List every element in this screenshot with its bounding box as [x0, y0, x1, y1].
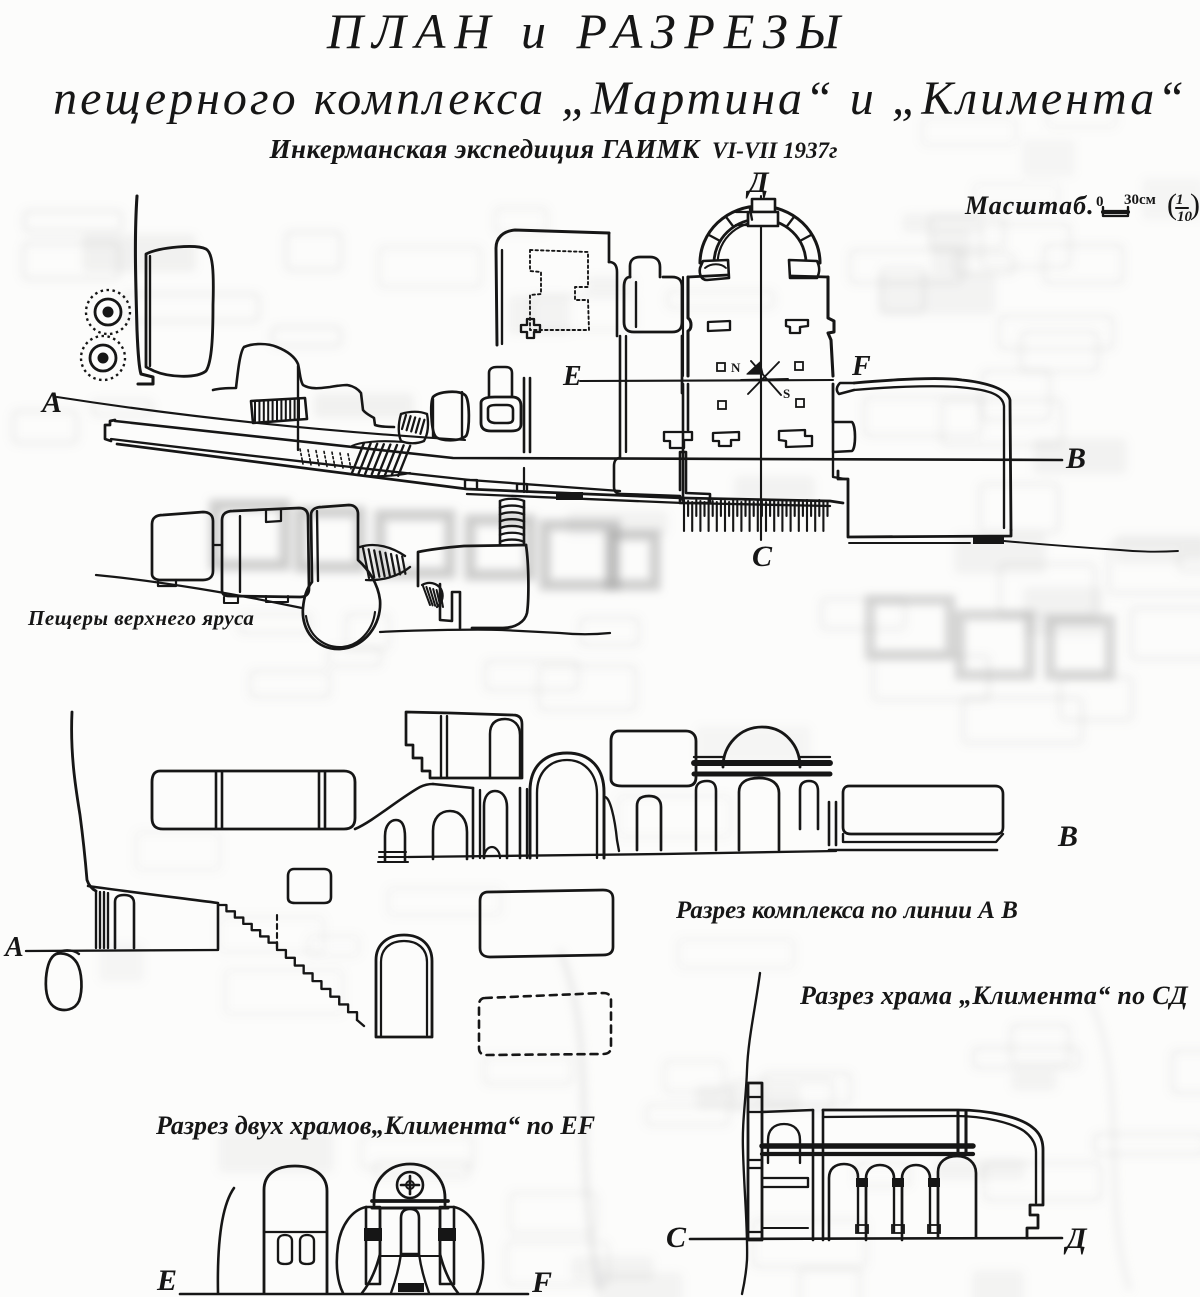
svg-text:В: В [1057, 820, 1078, 853]
svg-text:Разрез двух храмов„Климента“ п: Разрез двух храмов„Климента“ по ЕF [155, 1111, 595, 1140]
svg-text:Разрез комплекса по линии А В: Разрез комплекса по линии А В [675, 897, 1018, 924]
svg-text:): ) [1190, 188, 1200, 221]
svg-text:пещерного комплекса „Мартина“: пещерного комплекса „Мартина“ и „Климент… [53, 72, 1187, 125]
svg-text:Инкерманская экспедиция ГАИМК: Инкерманская экспедиция ГАИМК [268, 134, 701, 164]
svg-text:N: N [731, 360, 741, 375]
svg-text:А: А [3, 932, 24, 963]
svg-text:0: 0 [1096, 194, 1104, 210]
svg-text:F: F [531, 1266, 552, 1297]
svg-text:10: 10 [1177, 209, 1193, 225]
svg-text:Е: Е [156, 1264, 177, 1297]
svg-text:С: С [752, 540, 773, 573]
svg-text:С: С [666, 1221, 687, 1254]
svg-text:30см: 30см [1124, 192, 1156, 208]
svg-text:S: S [783, 386, 790, 401]
svg-text:Разрез храма „Климента“ по СД: Разрез храма „Климента“ по СД [799, 981, 1189, 1010]
svg-text:Е: Е [562, 361, 582, 392]
svg-text:ПЛАН и РАЗРЕЗЫ: ПЛАН и РАЗРЕЗЫ [326, 3, 849, 59]
svg-text:VI-VII 1937г: VI-VII 1937г [712, 138, 837, 163]
svg-text:F: F [851, 351, 871, 382]
svg-text:Пещеры верхнего яруса: Пещеры верхнего яруса [27, 606, 254, 630]
svg-text:В: В [1065, 442, 1086, 475]
svg-text:А: А [40, 386, 62, 419]
svg-text:Масштаб.: Масштаб. [964, 191, 1095, 220]
svg-text:(: ( [1167, 188, 1177, 221]
svg-text:1: 1 [1176, 192, 1184, 208]
svg-text:Д: Д [1063, 1222, 1088, 1255]
svg-text:Д: Д [745, 166, 770, 199]
